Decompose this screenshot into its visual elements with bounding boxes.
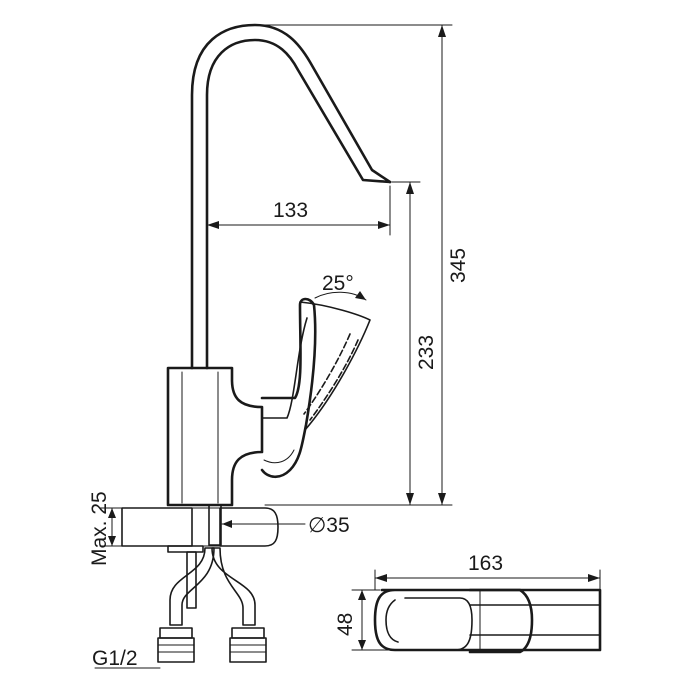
dim-base-width: 48 bbox=[334, 613, 357, 636]
dim-spout-height: 233 bbox=[415, 335, 438, 370]
lever-handle bbox=[260, 297, 317, 479]
dim-spout-reach: 133 bbox=[273, 199, 308, 222]
supply-hoses bbox=[157, 547, 267, 663]
dimension-lines bbox=[94, 24, 601, 669]
mounting-rod bbox=[167, 504, 222, 609]
lever-handle-rotated bbox=[299, 301, 371, 431]
dim-max-counter: Max. 25 bbox=[88, 491, 111, 566]
dim-total-height: 345 bbox=[447, 248, 470, 283]
top-view bbox=[373, 588, 602, 654]
dim-base-length: 163 bbox=[468, 552, 503, 575]
faucet-body bbox=[166, 366, 264, 507]
counter-section bbox=[121, 507, 279, 547]
dim-thread: G1/2 bbox=[92, 647, 138, 670]
dim-hole-diameter: ∅35 bbox=[308, 514, 350, 537]
spout bbox=[190, 23, 392, 370]
dim-handle-angle: 25° bbox=[322, 272, 354, 295]
